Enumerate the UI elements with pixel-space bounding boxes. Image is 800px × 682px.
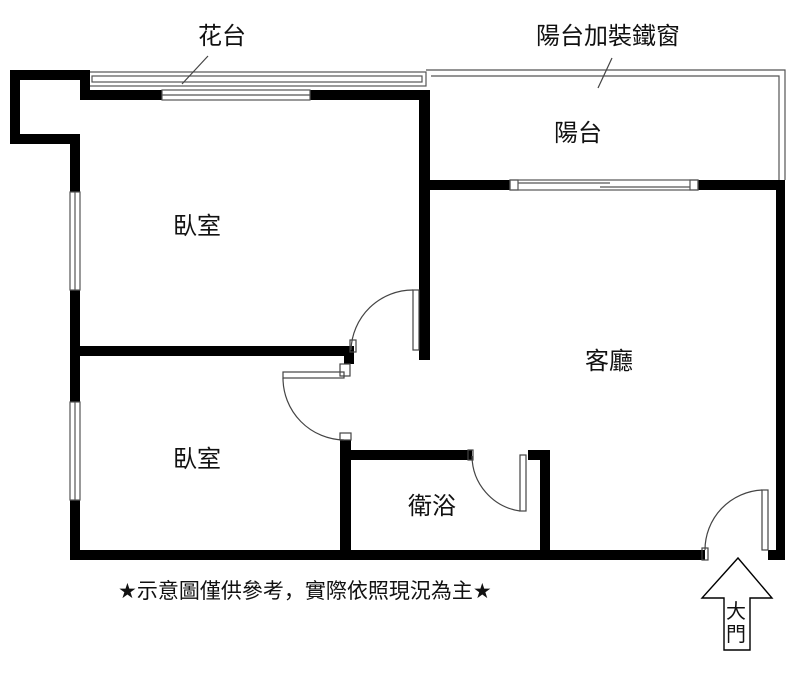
wall-bedroom1-top-a: [80, 90, 162, 100]
windows: [69, 89, 699, 501]
bedroom-2-label: 臥室: [173, 445, 221, 473]
doors: [282, 289, 769, 561]
main-door-label-top: 大: [726, 599, 746, 623]
wall-living-top-a: [426, 180, 510, 190]
wall-notch-bottom: [10, 134, 80, 144]
balcony-outline: [426, 69, 786, 180]
wall-bottom-a: [70, 550, 550, 560]
wall-bathroom-right: [540, 450, 550, 560]
window-bedroom1-left: [69, 191, 81, 291]
wall-bedroom1-right: [419, 90, 430, 360]
planter-label: 花台: [198, 22, 246, 50]
wall-left-a: [70, 134, 80, 192]
wall-notch-inner: [80, 70, 90, 98]
window-living-top: [509, 179, 699, 191]
bathroom-label: 衛浴: [408, 492, 456, 520]
main-door-label-bottom: 門: [726, 622, 746, 646]
wall-notch-left: [10, 70, 20, 142]
window-bedroom2-left: [69, 401, 81, 501]
walls: [10, 70, 785, 560]
door-main: [701, 489, 769, 561]
wall-bottom-b: [540, 550, 705, 560]
window-bedroom1-top: [161, 89, 311, 101]
living-room-label: 客廳: [585, 347, 633, 375]
bedroom-1-label: 臥室: [173, 212, 221, 240]
door-bedroom2: [282, 363, 352, 441]
wall-right: [776, 180, 785, 560]
door-bedroom1: [349, 289, 420, 353]
wall-left-c: [70, 500, 80, 560]
wall-bathroom-top-right: [528, 450, 550, 460]
disclaimer-note: ★示意圖僅供參考，實際依照現況為主★: [118, 579, 492, 603]
wall-bathroom-top: [340, 450, 472, 460]
planter-leader-line: [181, 55, 209, 85]
wall-living-top-b: [698, 180, 785, 190]
entrance-arrow-icon: [700, 556, 774, 651]
balcony-label: 陽台: [554, 119, 602, 147]
wall-bedroom1-top-b: [310, 90, 430, 100]
door-bathroom: [467, 449, 527, 512]
wall-bedroom2-right-a: [344, 346, 354, 364]
wall-bedroom2-right-b: [340, 440, 351, 560]
balcony-window-label: 陽台加裝鐵窗: [536, 22, 680, 50]
balcony-window-leader-line: [597, 57, 613, 89]
wall-notch-top: [10, 70, 90, 80]
wall-bedrooms-divider: [70, 346, 354, 356]
planter-outline: [87, 71, 427, 87]
